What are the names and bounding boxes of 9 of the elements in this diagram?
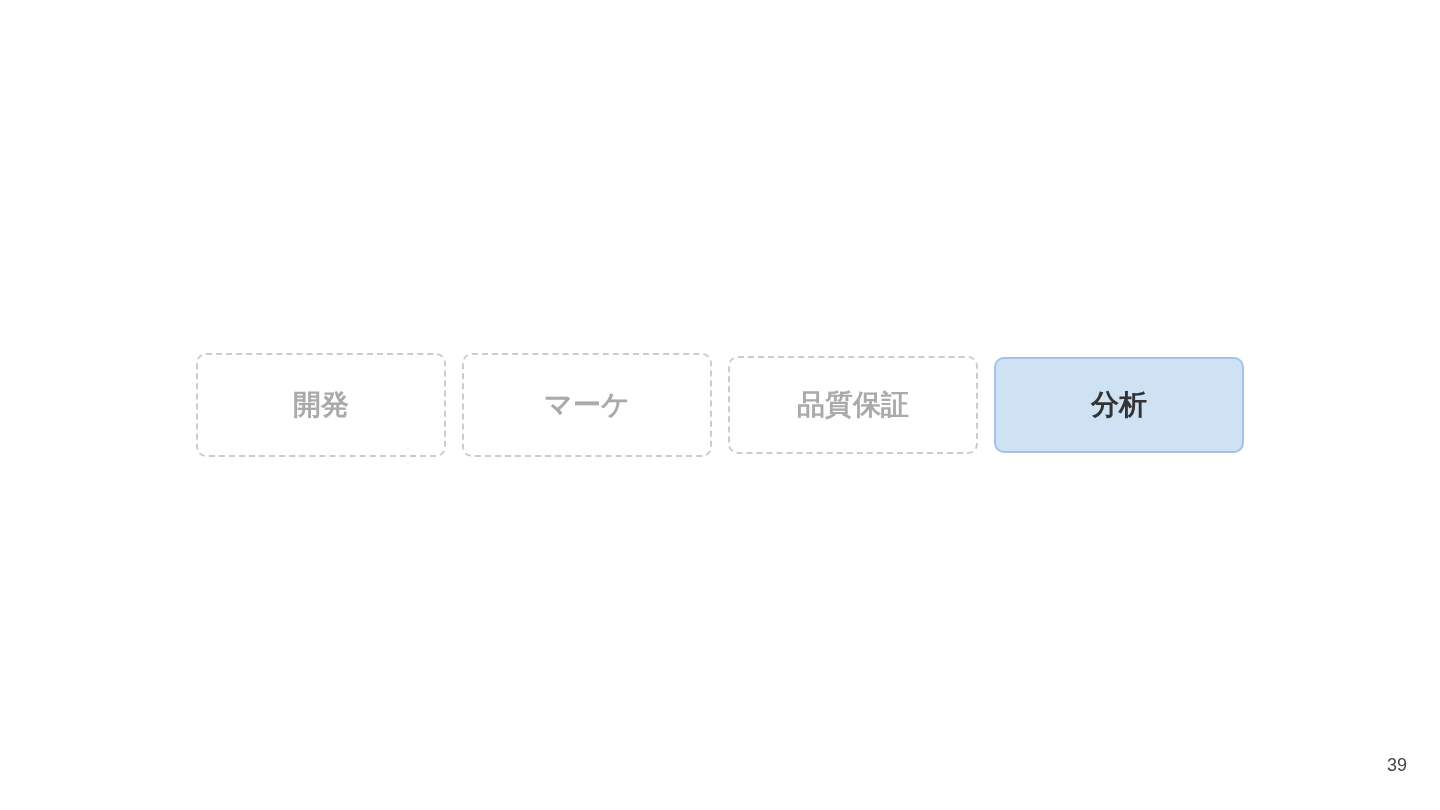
dashed-box — [196, 353, 446, 457]
dashed-box — [728, 356, 978, 454]
page-number: 39 — [1386, 755, 1407, 776]
box-label: 品質保証 — [797, 387, 909, 423]
highlighted-box — [994, 357, 1244, 453]
box-label: 分析 — [1091, 387, 1147, 423]
box-label: マーケ — [544, 387, 630, 423]
dashed-box — [462, 353, 712, 457]
box-label: 開発 — [293, 387, 349, 423]
